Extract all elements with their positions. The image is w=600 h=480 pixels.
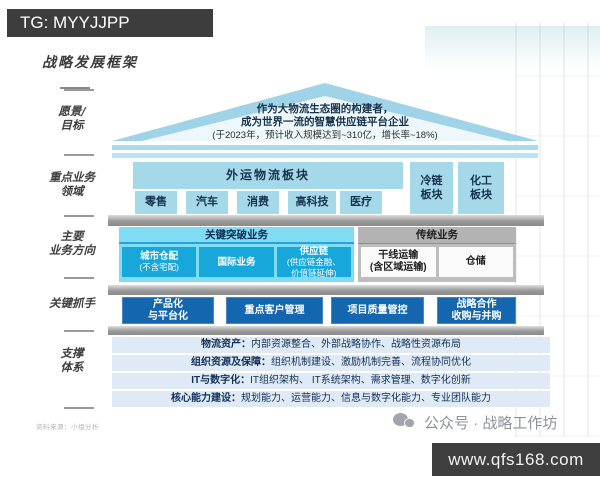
rail-label-line: 领域 (60, 184, 84, 198)
platform-bar (108, 215, 544, 226)
vision-statement-line3: (于2023年，预计收入规模达到~310亿，增长率~18%) (212, 130, 438, 141)
title-underline (60, 87, 90, 89)
box-line: 重点客户管理 (244, 304, 305, 316)
pillar-block: 高科技 (288, 191, 336, 214)
lever-box-ma: 战略合作 收购与并购 (437, 297, 516, 324)
panel-boxes: 干线运输 (含区域运输) 仓储 (358, 244, 516, 280)
rail-label-line: 业务方向 (49, 243, 95, 257)
support-row-text: 内部资源整合、外部战略协作、战略性资源布局 (251, 339, 461, 350)
block-logistics-segment: 外运物流板块 (133, 162, 403, 189)
direction-box-city-warehouse: 城市仓配 (不含宅配) (122, 247, 197, 277)
rail-divider (64, 154, 94, 156)
support-row-label: 物流资产： (201, 339, 251, 350)
support-row-label: 核心能力建设： (171, 393, 241, 404)
support-row-text: 组织机制建设、激励机制完善、流程协同优化 (271, 357, 471, 368)
page-title: 战略发展框架 (42, 55, 138, 71)
vision-statement-line1: 作为大物流生态圈的构建者， (256, 103, 394, 115)
rail-divider (64, 407, 94, 409)
support-row-label: 组织资源及保障： (191, 357, 271, 368)
panel-boxes: 城市仓配 (不含宅配) 国际业务 供应链 (供应链金融、 价值链延伸) (119, 244, 354, 280)
box-line: 仓储 (465, 256, 486, 267)
direction-box-warehousing: 仓储 (438, 247, 513, 277)
rail-divider (64, 215, 94, 217)
rail-label-directions: 主要 业务方向 (30, 229, 114, 257)
block-line: 板块 (420, 189, 443, 201)
rail-label-focus-areas: 重点业务 领域 (30, 170, 114, 198)
panel-header: 关键突破业务 (119, 227, 354, 244)
box-line: 战略合作 (456, 298, 497, 310)
vision-statement-line2: 成为世界一流的智慧供应链平台企业 (241, 116, 409, 128)
background-photo-wash (425, 26, 600, 71)
platform-bar (108, 326, 544, 335)
support-row-text: IT组织架构、 IT系统架构、需求管理、数字化创新 (250, 375, 471, 386)
source-note: 资料来源：小组分析 (36, 424, 99, 431)
lever-box-key-accounts: 重点客户管理 (226, 297, 323, 324)
block-chemical: 化工 板块 (458, 162, 504, 214)
rail-label-vision: 愿景/ 目标 (30, 104, 114, 132)
wechat-account-label: 公众号 · 战略工作坊 (424, 414, 558, 432)
direction-box-international: 国际业务 (199, 247, 274, 277)
wechat-watermark: 公众号 · 战略工作坊 (393, 411, 557, 433)
box-line: (供应链金融、 (286, 256, 341, 267)
panel-breakthrough-business: 关键突破业务 城市仓配 (不含宅配) 国际业务 供应链 (供应链金融、 价值链延… (119, 227, 354, 282)
rail-label-line: 重点业务 (49, 170, 95, 184)
rail-label-support: 支撑 体系 (30, 346, 114, 374)
rail-label-line: 主要 (60, 229, 84, 243)
panel-traditional-business: 传统业务 干线运输 (含区域运输) 仓储 (358, 227, 516, 282)
rail-label-line: 关键抓手 (49, 296, 95, 310)
rail-label-line: 体系 (60, 360, 84, 374)
direction-box-trunk-transport: 干线运输 (含区域运输) (361, 247, 436, 277)
rail-label-line: 支撑 (60, 346, 84, 360)
platform-bar (108, 285, 544, 295)
website-watermark: www.qfs168.com (432, 443, 600, 476)
rail-label-line: 愿景/ (58, 104, 86, 118)
box-line: 产品化 (153, 298, 183, 310)
pillar-block: 零售 (135, 191, 177, 214)
box-line: (不含宅配) (139, 262, 179, 272)
pillar-block: 医疗 (340, 191, 382, 214)
roof-strip (112, 153, 538, 158)
block-line: 冷链 (420, 175, 443, 187)
box-line: 收购与并购 (451, 310, 502, 322)
support-row-label: IT与数字化： (191, 375, 251, 386)
wechat-icon (393, 413, 417, 431)
box-line: (含区域运输) (369, 262, 427, 273)
support-row-logistics-assets: 物流资产：内部资源整合、外部战略协作、战略性资源布局 (112, 337, 550, 353)
block-cold-chain: 冷链 板块 (410, 162, 453, 214)
box-line: 项目质量管控 (347, 304, 408, 316)
box-line: 与平台化 (148, 310, 188, 322)
wechat-icon-bubble-small (404, 418, 415, 428)
block-line: 化工 (470, 175, 492, 187)
box-line: 供应链 (299, 245, 329, 257)
support-row-org-resources: 组织资源及保障：组织机制建设、激励机制完善、流程协同优化 (112, 355, 550, 371)
rail-divider (64, 330, 94, 332)
watermark-tg-badge: TG: MYYJJPP (7, 9, 213, 37)
box-line: 价值链延伸) (291, 267, 337, 278)
block-line: 板块 (470, 189, 492, 201)
rail-divider (64, 277, 94, 279)
panel-header: 传统业务 (358, 227, 516, 244)
box-line: 国际业务 (217, 256, 256, 268)
rail-divider (64, 89, 94, 91)
support-row-core-capability: 核心能力建设：规划能力、运营能力、信息与数字化能力、专业团队能力 (112, 391, 550, 407)
box-line: 城市仓配 (140, 251, 179, 262)
lever-box-project-quality: 项目质量管控 (331, 297, 424, 324)
rail-label-levers: 关键抓手 (30, 296, 114, 310)
box-line: 干线运输 (378, 250, 419, 261)
pillar-block: 汽车 (186, 191, 228, 214)
roof-strip (112, 145, 538, 150)
support-row-it-digital: IT与数字化：IT组织架构、 IT系统架构、需求管理、数字化创新 (112, 373, 550, 389)
lever-box-productization: 产品化 与平台化 (122, 297, 214, 324)
support-row-text: 规划能力、运营能力、信息与数字化能力、专业团队能力 (241, 393, 491, 404)
direction-box-supply-chain: 供应链 (供应链金融、 价值链延伸) (276, 245, 351, 278)
pillar-block: 消费 (237, 191, 279, 214)
rail-label-line: 目标 (60, 118, 84, 132)
